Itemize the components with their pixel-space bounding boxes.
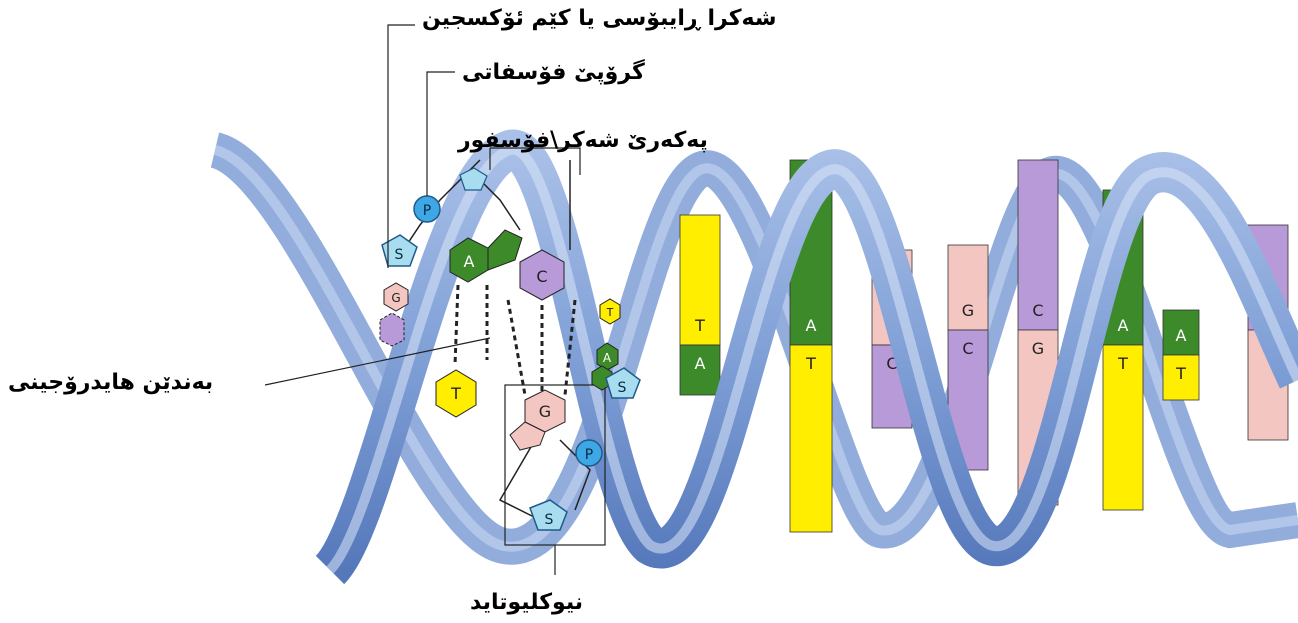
base-letter-bottom: A [695,354,706,373]
base-letter-top: T [694,316,705,335]
phosphate-symbol-top: P [423,203,431,219]
base-letter-top: G [962,301,974,320]
nucleotide-label: نیوکلیوتاید [470,592,583,614]
base-letter-bottom: T [1117,354,1128,373]
base-letter-top: A [806,316,817,335]
leader-sugar [388,25,415,268]
leader-phosphate [427,72,455,196]
phosphate-symbol-bottom: P [585,447,593,463]
base-letter-bottom: T [1175,364,1186,383]
backbone-label: پەکەرێ شەکر\فۆسفور [458,130,708,152]
base-letter-bottom: C [962,339,973,358]
sugar-symbol-right: S [618,380,627,396]
left-base-g: G [539,402,551,421]
base-pair-0: TA [680,215,720,395]
base-pair-bottom-bar [790,345,832,532]
small-base-t-right: T [606,306,614,319]
sugar-symbol-top: S [395,247,404,263]
hydrogen-bond-label: بەندێن هایدرۆجینی [8,372,213,394]
base-letter-bottom: T [805,354,816,373]
base-letter-top: A [1118,316,1129,335]
left-base-a: A [464,252,475,271]
left-base-t: T [450,384,461,403]
small-base-g-left: G [391,291,400,305]
base-letter-top: A [1176,326,1187,345]
sugar-label: شەکرا ڕایبۆسی یا کێم ئۆکسجین [422,8,777,30]
sugar-symbol-bottom: S [545,512,554,528]
phosphate-label: گرۆپێ فۆسفاتی [462,62,645,84]
base-letter-bottom: G [1032,339,1044,358]
small-base-a-right: A [603,351,612,365]
base-letter-top: C [1032,301,1043,320]
left-base-c: C [536,267,547,286]
base-pair-6: AT [1163,310,1199,400]
